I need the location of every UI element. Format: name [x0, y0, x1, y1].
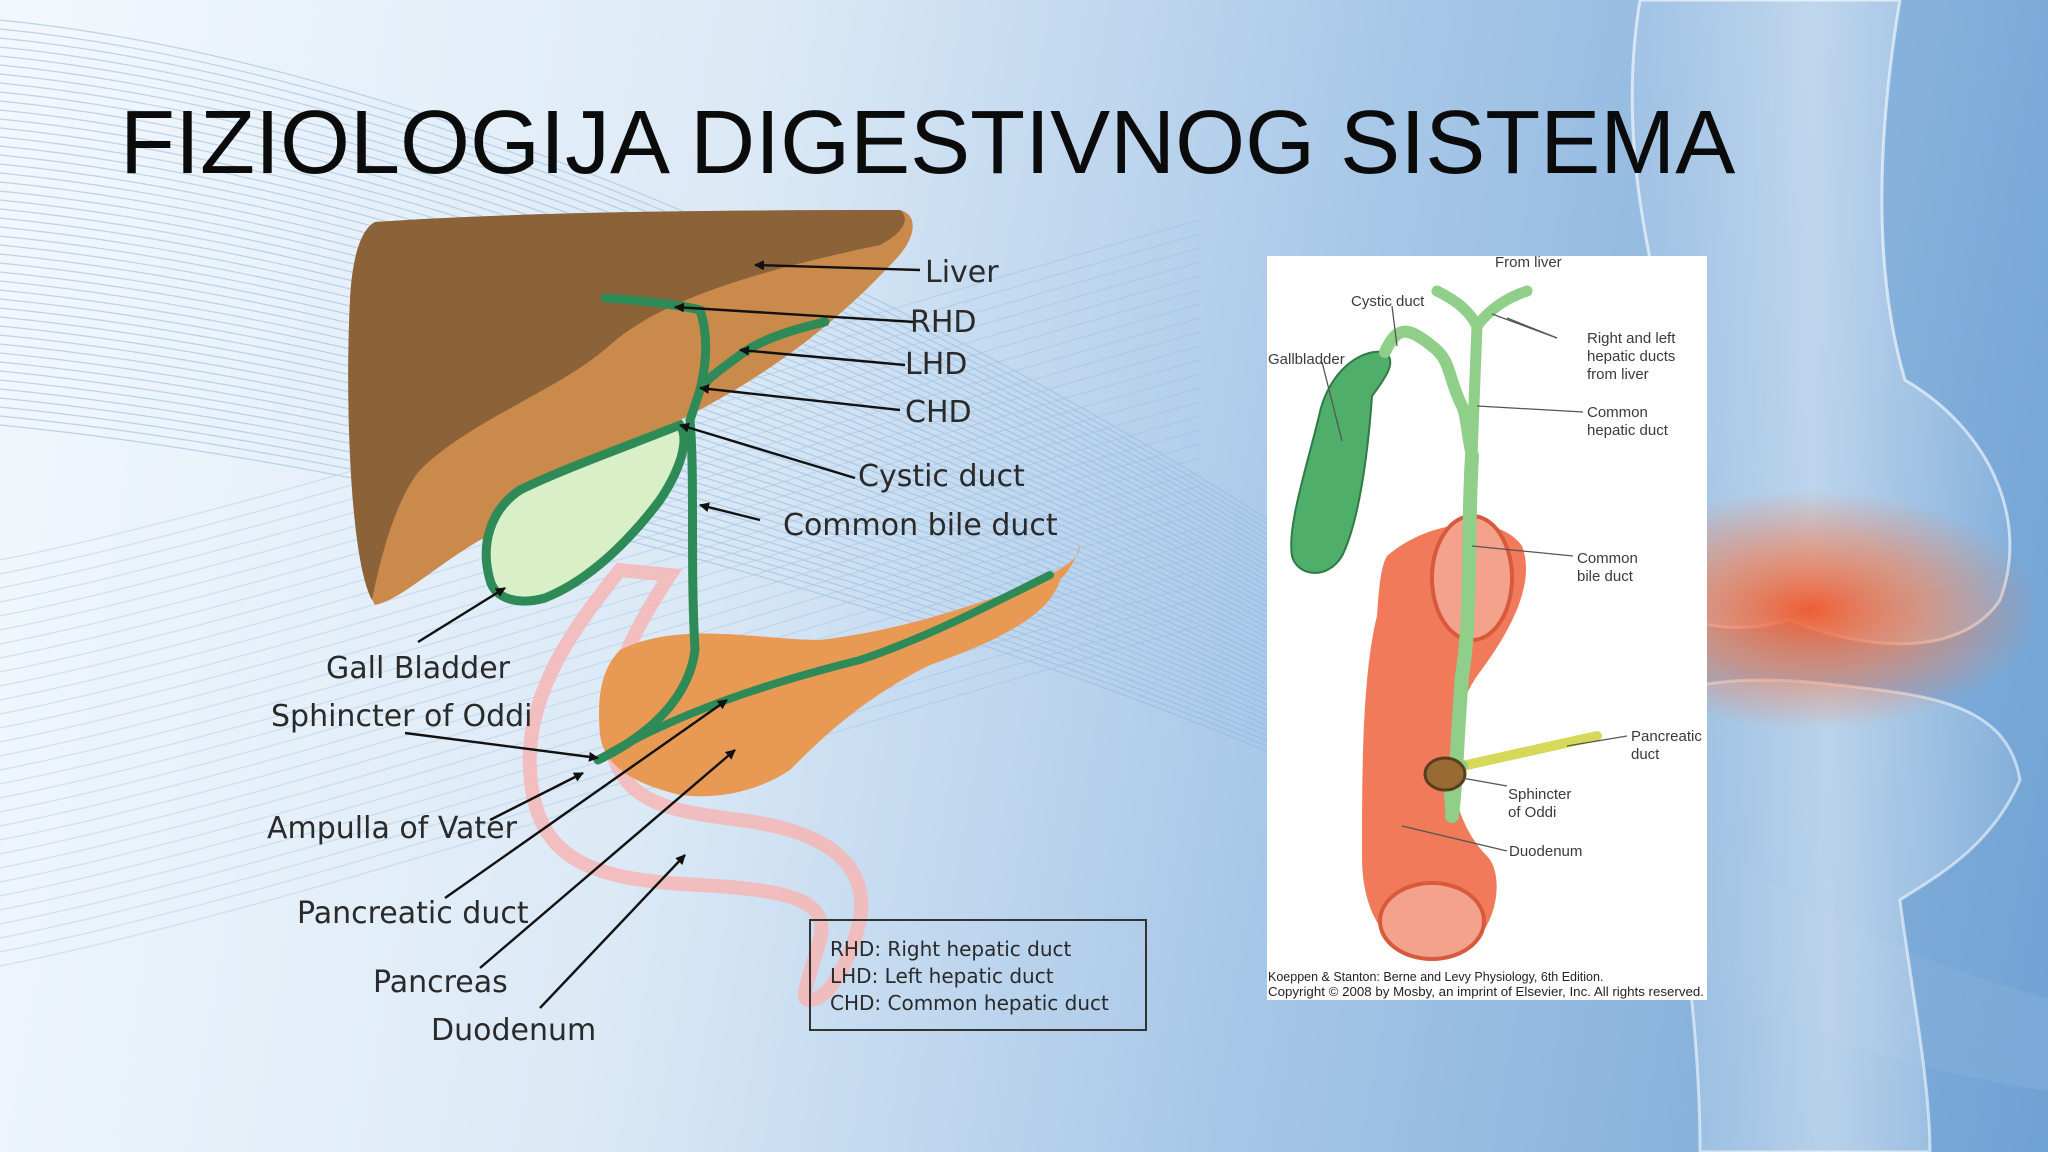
abbreviation-legend: RHD: Right hepatic duct LHD: Left hepati…: [809, 919, 1147, 1031]
sphincter-ring: [1423, 756, 1467, 792]
right-label-common-hepatic-2: hepatic duct: [1587, 422, 1669, 439]
label-common-bile-duct: Common bile duct: [783, 508, 1058, 543]
label-sphincter-of-oddi: Sphincter of Oddi: [271, 699, 533, 734]
slide-title: FIZIOLOGIJA DIGESTIVNOG SISTEMA: [120, 93, 1736, 193]
label-gall-bladder: Gall Bladder: [326, 651, 511, 686]
label-duodenum: Duodenum: [431, 1013, 596, 1048]
label-lhd: LHD: [905, 347, 967, 382]
label-rhd: RHD: [910, 305, 977, 340]
label-liver: Liver: [925, 255, 999, 290]
right-label-pancreatic-1: Pancreatic: [1631, 728, 1702, 745]
pancreas-shape: [599, 545, 1080, 797]
figure-caption-line-2: Copyright © 2008 by Mosby, an imprint of…: [1268, 985, 1704, 999]
label-pancreas: Pancreas: [373, 965, 508, 1000]
label-cystic-duct: Cystic duct: [858, 459, 1025, 494]
right-leader-lines: [1321, 305, 1628, 852]
right-label-cystic-duct: Cystic duct: [1351, 293, 1425, 310]
right-label-hepatic-ducts-2: hepatic ducts: [1587, 348, 1675, 365]
label-pancreatic-duct: Pancreatic duct: [297, 896, 529, 931]
label-chd: CHD: [905, 395, 972, 430]
right-label-sphincter-1: Sphincter: [1508, 786, 1571, 803]
right-label-hepatic-ducts-3: from liver: [1587, 366, 1649, 383]
figure-caption-line-1: Koeppen & Stanton: Berne and Levy Physio…: [1268, 970, 1603, 984]
liver-dark-lobe: [348, 210, 905, 600]
right-label-gallbladder: Gallbladder: [1268, 351, 1345, 368]
gallbladder-right-shape: [1290, 350, 1392, 574]
leader-arrows: [404, 260, 921, 1009]
right-label-hepatic-ducts-1: Right and left: [1587, 330, 1676, 347]
legend-line-chd: CHD: Common hepatic duct: [830, 991, 1109, 1015]
right-label-common-hepatic-1: Common: [1587, 404, 1648, 421]
legend-line-lhd: LHD: Left hepatic duct: [830, 964, 1054, 988]
right-label-common-bile-2: bile duct: [1577, 568, 1634, 585]
biliary-diagram-right: From liver Cystic duct Gallbladder Right…: [1267, 256, 1707, 1000]
duodenum-lower-opening: [1378, 881, 1486, 961]
right-label-common-bile-1: Common: [1577, 550, 1638, 567]
label-ampulla-of-vater: Ampulla of Vater: [267, 811, 518, 846]
right-label-duodenum: Duodenum: [1509, 843, 1582, 860]
right-label-from-liver: From liver: [1495, 256, 1562, 271]
right-label-sphincter-2: of Oddi: [1508, 804, 1556, 821]
right-label-pancreatic-2: duct: [1631, 746, 1660, 763]
legend-line-rhd: RHD: Right hepatic duct: [830, 937, 1072, 961]
